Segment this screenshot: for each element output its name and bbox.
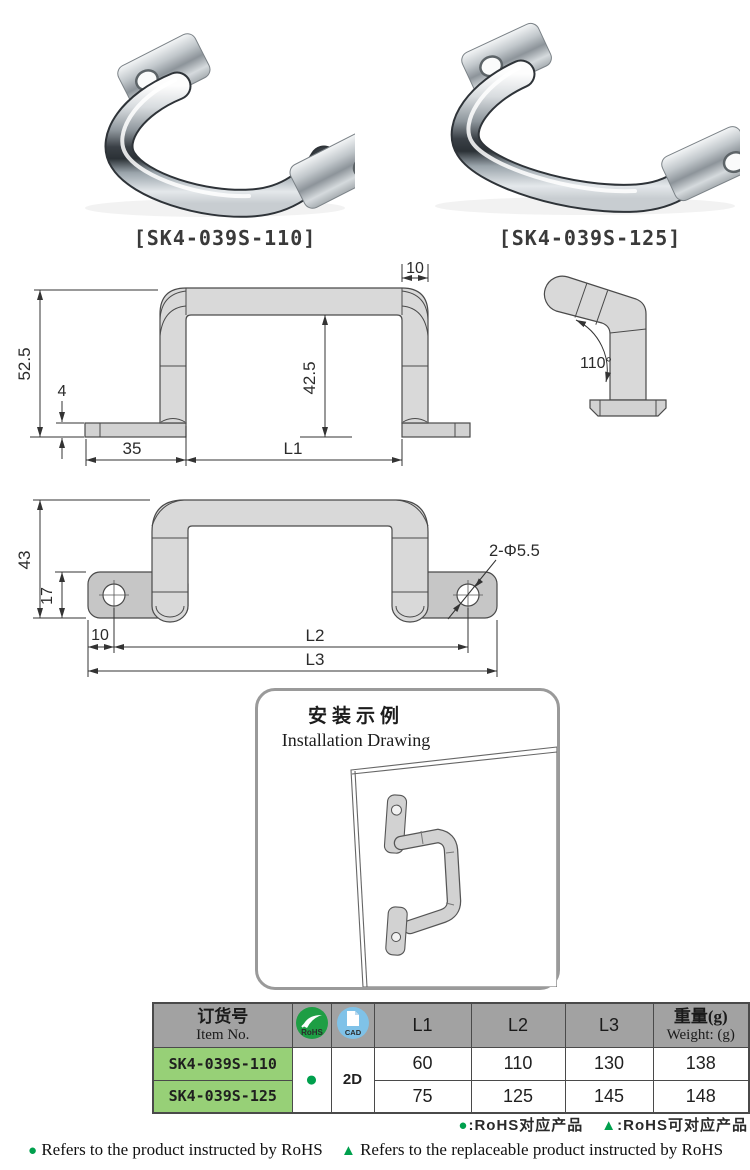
dim-hole-span-l2: L2 [306,626,325,645]
hole-callout: 2-Φ5.5 [489,542,540,560]
dim-height: 43 [15,551,34,570]
handle-front-details [99,288,456,437]
replaceable-legend-text: :RoHS可对应产品 [617,1117,748,1134]
installation-title: 安装示例 Installation Drawing [270,701,442,751]
dim-flange-height: 17 [39,587,56,605]
screw-hole [390,804,402,816]
table-header-row: 订货号 Item No. RoHS CAD L1 [152,1002,750,1048]
header-cad: CAD [330,1002,375,1048]
dim-angle: 110° [580,355,612,372]
spec-table: 订货号 Item No. RoHS CAD L1 [152,1002,750,1114]
header-l1: L1 [373,1002,472,1048]
rohs-triangle-symbol: ▲ [601,1117,618,1134]
weight-value: 138 [652,1046,750,1081]
front-view-drawing: 52.5 4 35 L1 10 42.5 110° [15,260,667,466]
l2-value: 110 [470,1046,566,1081]
product-photo-sk4-039s-125 [435,22,740,215]
header-item-zh: 订货号 [197,1006,249,1026]
weight-value: 148 [652,1079,750,1114]
screw-hole [352,156,355,179]
cad-icon-label: CAD [344,1028,361,1037]
screw-hole [391,932,402,943]
top-view-drawing: 43 17 10 L2 L3 2-Φ5.5 [15,499,540,677]
cad-icon: CAD [336,1006,369,1039]
bottom-tab [385,906,408,956]
installation-drawing-box: 安装示例 Installation Drawing [255,688,560,990]
screw-hole [722,151,740,174]
rohs-mark-cell: ● [291,1046,332,1114]
header-l2: L2 [470,1002,566,1048]
handle-tube-front [159,287,429,424]
dim-hole-offset: 10 [91,627,109,644]
table-row: SK4-039S-110 ● 2D 60 110 130 138 [152,1046,750,1114]
item-no-cell: SK4-039S-125 [152,1079,293,1114]
header-item-en: Item No. [196,1026,250,1043]
dim-tube-width: 10 [406,260,424,277]
leader-arrow [453,603,461,612]
l2-value: 125 [470,1079,566,1114]
l3-value: 145 [564,1079,654,1114]
side-tube [543,275,647,401]
handle-tube [104,71,339,218]
table-row: SK4-039S-125 75 125 145 148 [152,1079,750,1114]
footnote-triangle-symbol: ▲ [340,1142,356,1159]
installation-illustration [350,746,557,987]
l1-value: 75 [373,1079,472,1114]
rohs-legend: ●:RoHS对应产品 ▲:RoHS可对应产品 [152,1114,748,1135]
item-no-cell: SK4-039S-110 [152,1046,293,1081]
dim-left-offset: 35 [123,439,142,458]
side-view-drawing: 110° [543,275,667,417]
header-weight: 重量(g) Weight: (g) [652,1002,750,1048]
cad-value-cell: 2D [330,1046,375,1114]
product-label-110: [SK4-039S-110] [133,226,317,250]
l3-value: 130 [564,1046,654,1081]
header-weight-zh: 重量(g) [673,1006,728,1026]
dim-overall-l3: L3 [306,650,325,669]
tube-details [151,499,429,618]
rohs-icon: RoHS [295,1006,328,1039]
flanges [87,571,498,619]
rohs-dot-symbol: ● [458,1117,469,1134]
footnote-dot-text: Refers to the product instructed by RoHS [41,1140,323,1159]
installation-title-en: Installation Drawing [281,730,431,750]
product-photo-sk4-039s-110 [85,33,355,218]
header-item-no: 订货号 Item No. [152,1002,293,1048]
dim-span-l1: L1 [284,439,303,458]
handle-tube-top [151,499,429,623]
leader-arrow [475,578,483,587]
header-l3: L3 [564,1002,654,1048]
tube-fill [395,829,461,933]
rohs-legend-text: :RoHS对应产品 [468,1117,584,1134]
right-flange [401,422,471,438]
installation-title-zh: 安装示例 [307,706,404,727]
footnote-triangle-text: Refers to the replaceable product instru… [360,1140,724,1159]
mounting-tab-right [289,131,355,209]
dimension-lines [30,264,429,466]
handle-front-outline [84,287,471,438]
dim-height: 52.5 [15,347,34,380]
dimension-lines [33,499,498,677]
installed-handle [383,794,462,956]
footnote-dot-symbol: ● [28,1142,38,1159]
mounting-tab-right [661,126,740,202]
side-flange [589,399,667,417]
footnotes: ● Refers to the product instructed by Ro… [28,1140,743,1160]
header-weight-en: Weight: (g) [666,1026,735,1043]
l1-value: 60 [373,1046,472,1081]
product-label-125: [SK4-039S-125] [498,226,682,250]
rohs-icon-label: RoHS [301,1028,323,1037]
dim-flange-thickness: 4 [58,383,67,400]
angle-arc [575,319,612,383]
header-rohs: RoHS [291,1002,332,1048]
dim-inner-height: 42.5 [300,361,319,394]
